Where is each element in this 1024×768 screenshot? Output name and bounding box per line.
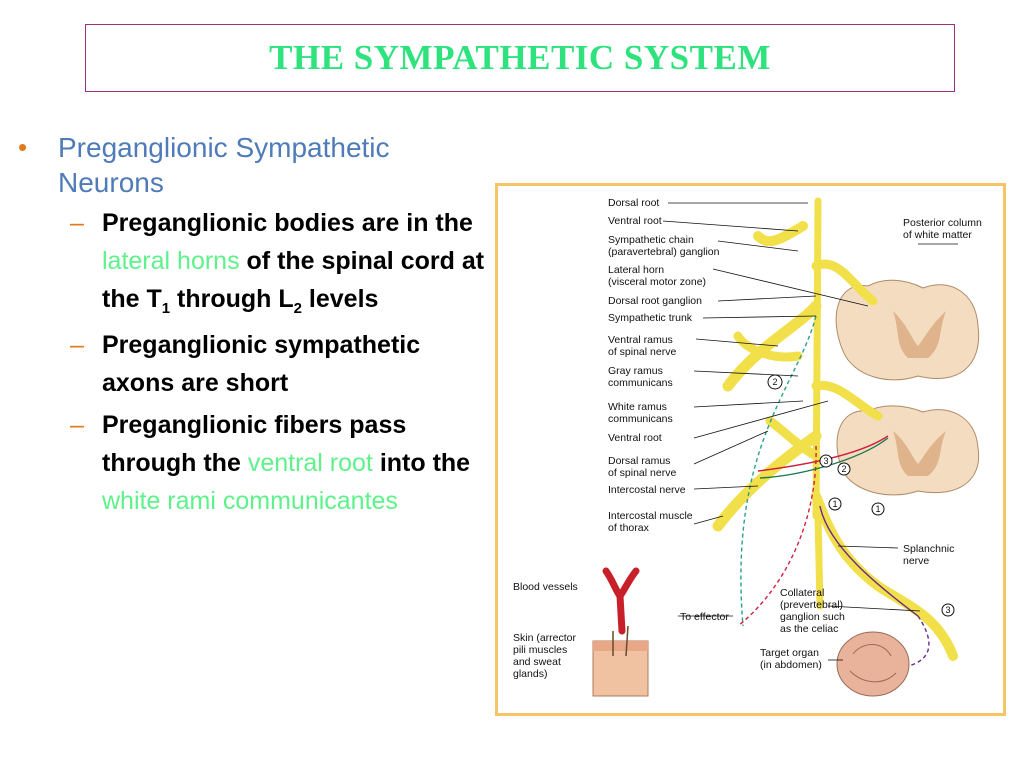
label-intercostal-nerve: Intercostal nerve — [608, 484, 686, 496]
spinal-cord-lower — [836, 405, 980, 496]
sympathetic-diagram: 2 3 2 1 1 3 — [495, 183, 1006, 716]
label-lateral-horn-2: (visceral motor zone) — [608, 276, 706, 288]
label-dorsal-ramus-2: of spinal nerve — [608, 467, 676, 479]
label-collateral: Collateral — [780, 587, 824, 599]
label-splanchnic-nerve: Splanchnic — [903, 543, 954, 555]
sub-bullet-1-text-b: of the spinal cord at the T — [102, 247, 485, 313]
number-marker-labels: 2 3 2 1 1 3 — [772, 377, 950, 615]
label-collateral-2: (prevertebral) — [780, 599, 843, 611]
label-ventral-root-2: Ventral root — [608, 432, 662, 444]
sub-bullet-1: – Preganglionic bodies are in the latera… — [18, 204, 488, 322]
main-bullet-text-1: Preganglionic Sympathetic — [58, 132, 390, 163]
highlight-white-rami: white rami communicantes — [102, 487, 398, 515]
sub-bullet-1-text: Preganglionic bodies are in the — [102, 209, 473, 237]
label-intercostal-muscle: Intercostal muscle — [608, 510, 693, 522]
sub-bullet-2-text: Preganglionic sympathetic axons are shor… — [102, 331, 421, 397]
label-skin-3: and sweat — [513, 656, 561, 668]
bullet-marker: • — [18, 132, 28, 162]
label-lateral-horn: Lateral horn — [608, 264, 664, 276]
subscript-l2: 2 — [293, 300, 302, 317]
label-skin-2: pili muscles — [513, 644, 567, 656]
label-dorsal-ramus: Dorsal ramus — [608, 455, 670, 467]
bullet-list: • Preganglionic Sympathetic Neurons – Pr… — [18, 130, 488, 520]
label-sympathetic-trunk: Sympathetic trunk — [608, 312, 693, 324]
label-splanchnic-nerve-2: nerve — [903, 555, 929, 567]
highlight-lateral-horns: lateral horns — [102, 247, 240, 275]
diagram-labels: Dorsal root Ventral root Sympathetic cha… — [513, 197, 982, 680]
sub-bullet-2: – Preganglionic sympathetic axons are sh… — [18, 326, 488, 402]
subscript-t1: 1 — [161, 300, 171, 317]
label-gray-ramus-2: communicans — [608, 377, 673, 389]
label-blood-vessels: Blood vessels — [513, 581, 578, 593]
label-sympathetic-chain-2: (paravertebral) ganglion — [608, 246, 720, 258]
marker-label-3b: 3 — [945, 605, 950, 615]
label-ventral-ramus-2: of spinal nerve — [608, 346, 676, 358]
main-bullet: • Preganglionic Sympathetic Neurons — [18, 130, 488, 200]
sub-bullet-1-text-c: through L — [170, 285, 294, 313]
main-bullet-text-2: Neurons — [58, 167, 164, 198]
spinal-cord-upper — [835, 279, 980, 381]
marker-label-1b: 1 — [875, 504, 880, 514]
label-skin-4: glands) — [513, 668, 547, 680]
marker-label-2b: 2 — [841, 464, 846, 474]
slide-title: THE SYMPATHETIC SYSTEM — [269, 38, 771, 77]
label-white-ramus: White ramus — [608, 401, 667, 413]
sub-bullet-3-text: Preganglionic fibers pass through the — [102, 411, 407, 477]
target-organ-image — [836, 631, 910, 697]
marker-label-2a: 2 — [772, 377, 777, 387]
dash-marker: – — [70, 331, 84, 359]
label-ventral-root: Ventral root — [608, 215, 662, 227]
label-skin: Skin (arrector — [513, 632, 577, 644]
number-markers — [767, 374, 955, 617]
dash-marker: – — [70, 209, 84, 237]
label-collateral-3: ganglion such — [780, 611, 845, 623]
label-intercostal-muscle-2: of thorax — [608, 522, 650, 534]
skin-image — [592, 625, 649, 697]
marker-label-1a: 1 — [832, 499, 837, 509]
highlight-ventral-root: ventral root — [247, 449, 373, 477]
leader-lines — [662, 202, 958, 661]
sub-bullet-3: – Preganglionic fibers pass through the … — [18, 406, 488, 520]
diagram-svg: 2 3 2 1 1 3 — [513, 197, 982, 697]
label-posterior-column-2: of white matter — [903, 229, 972, 241]
marker-label-3a: 3 — [823, 456, 828, 466]
label-to-effector: To effector — [680, 611, 729, 623]
dash-marker: – — [70, 411, 84, 439]
label-dorsal-root: Dorsal root — [608, 197, 659, 209]
label-dorsal-root-ganglion: Dorsal root ganglion — [608, 295, 702, 307]
label-white-ramus-2: communicans — [608, 413, 673, 425]
sub-bullet-3-text-b: into the — [372, 449, 471, 477]
label-posterior-column: Posterior column — [903, 217, 982, 229]
label-gray-ramus: Gray ramus — [608, 365, 663, 377]
label-sympathetic-chain: Sympathetic chain — [608, 234, 694, 246]
label-collateral-4: as the celiac — [780, 623, 838, 635]
title-box: THE SYMPATHETIC SYSTEM — [85, 24, 955, 92]
label-ventral-ramus: Ventral ramus — [608, 334, 673, 346]
blood-vessel-image — [602, 567, 640, 635]
label-target-organ-2: (in abdomen) — [760, 659, 822, 671]
sub-bullet-1-text-d: levels — [301, 285, 379, 313]
label-target-organ: Target organ — [760, 647, 819, 659]
